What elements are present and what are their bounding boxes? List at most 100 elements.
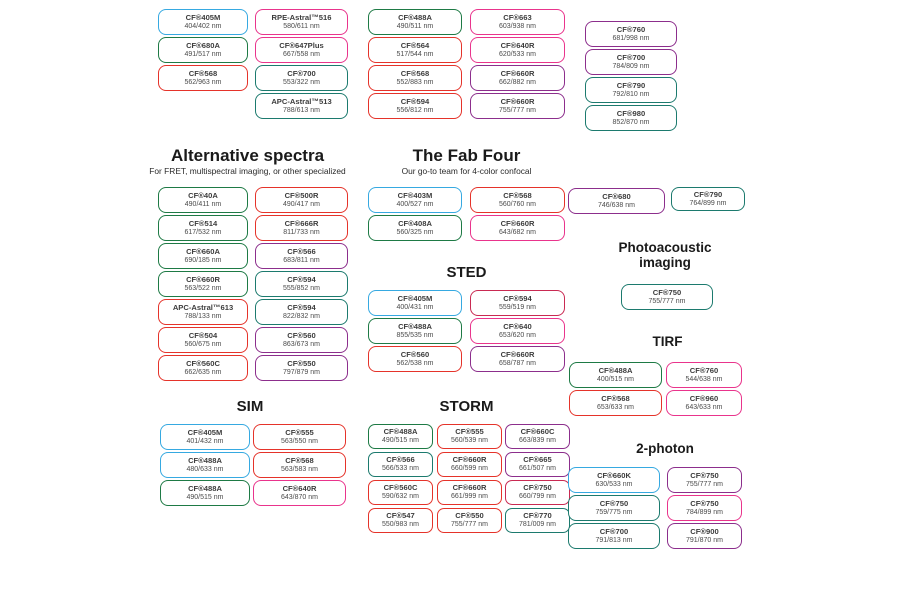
dye-wavelengths: 544/638 nm (685, 375, 723, 383)
dye-name: CF®405M (185, 12, 221, 22)
dye-name: CF®488A (188, 483, 222, 493)
dye-wavelengths: 555/852 nm (283, 284, 320, 292)
dye-wavelengths: 755/777 nm (451, 521, 488, 528)
dye-wavelengths: 401/432 nm (186, 437, 224, 445)
dye-wavelengths: 781/009 nm (519, 521, 556, 528)
section-header-photoacoustic: Photoacoustic imaging (590, 240, 740, 270)
dye-wavelengths: 400/431 nm (396, 303, 434, 311)
dye-name: CF®663 (503, 12, 532, 22)
dye-name: CF®750 (599, 498, 629, 508)
dye-wavelengths: 630/533 nm (595, 480, 633, 488)
section-header-alternative-spectra: Alternative spectra For FRET, multispect… (140, 146, 355, 176)
dye-wavelengths: 663/839 nm (519, 437, 556, 444)
dye-wavelengths: 784/809 nm (612, 62, 650, 70)
dye-wavelengths: 653/633 nm (597, 403, 634, 411)
dye-wavelengths: 400/515 nm (597, 375, 634, 383)
dye-name: CF®660R (500, 349, 535, 359)
dye-wavelengths: 404/402 nm (184, 22, 222, 30)
dye-name: CF®568 (188, 68, 218, 78)
dye-wavelengths: 603/938 nm (499, 22, 536, 30)
dye-name: RPE-Astral™516 (271, 12, 332, 22)
dye-name: CF®760 (616, 24, 646, 34)
dye-name: CF®500R (284, 190, 319, 200)
section-title: TIRF (652, 334, 683, 349)
dye-wavelengths: 580/611 nm (283, 22, 320, 30)
dye-name: CF®660A (186, 246, 220, 256)
dye-name: CF®790 (616, 80, 646, 90)
dye-name: CF®488A (383, 427, 418, 436)
section-header-sted: STED (368, 264, 565, 281)
dye-name: CF®568 (400, 68, 430, 78)
section-subtitle: For FRET, multispectral imaging, or othe… (149, 166, 346, 176)
dye-wavelengths: 661/507 nm (519, 465, 556, 472)
dye-wavelengths: 660/599 nm (451, 465, 488, 472)
section-title-line2: imaging (639, 255, 691, 270)
dye-wavelengths: 662/635 nm (184, 368, 222, 376)
dye-name: CF®660R (500, 218, 535, 228)
dye-name: CF®40A (188, 190, 218, 200)
dye-wavelengths: 791/870 nm (686, 536, 723, 544)
dye-wavelengths: 755/777 nm (499, 106, 536, 114)
dye-name: CF®408A (398, 218, 432, 228)
dye-name: CF®560C (186, 358, 220, 368)
section-header-sim: SIM (150, 398, 350, 415)
dye-wavelengths: 797/879 nm (283, 368, 320, 376)
dye-wavelengths: 620/533 nm (499, 50, 536, 58)
dye-name: CF®568 (285, 455, 314, 465)
dye-name: CF®547 (386, 511, 415, 520)
dye-name: CF®790 (693, 189, 723, 199)
dye-name: CF®640R (282, 483, 317, 493)
dye-wavelengths: 653/620 nm (499, 331, 536, 339)
dye-wavelengths: 517/544 nm (396, 50, 434, 58)
dye-name: APC-Astral™613 (172, 302, 234, 312)
dye-name: CF®555 (285, 427, 314, 437)
dye-wavelengths: 681/998 nm (612, 34, 650, 42)
dye-name: CF®555 (455, 427, 484, 436)
dye-wavelengths: 556/812 nm (396, 106, 434, 114)
dye-name: CF®488A (398, 12, 432, 22)
dye-name: CF®488A (598, 365, 633, 375)
dye-wavelengths: 566/533 nm (382, 465, 419, 472)
dye-name: CF®647Plus (279, 40, 324, 50)
dye-name: CF®750 (690, 470, 719, 480)
dye-name: CF®405M (187, 427, 223, 437)
dye-wavelengths: 791/813 nm (595, 536, 633, 544)
dye-wavelengths: 855/535 nm (396, 331, 434, 339)
